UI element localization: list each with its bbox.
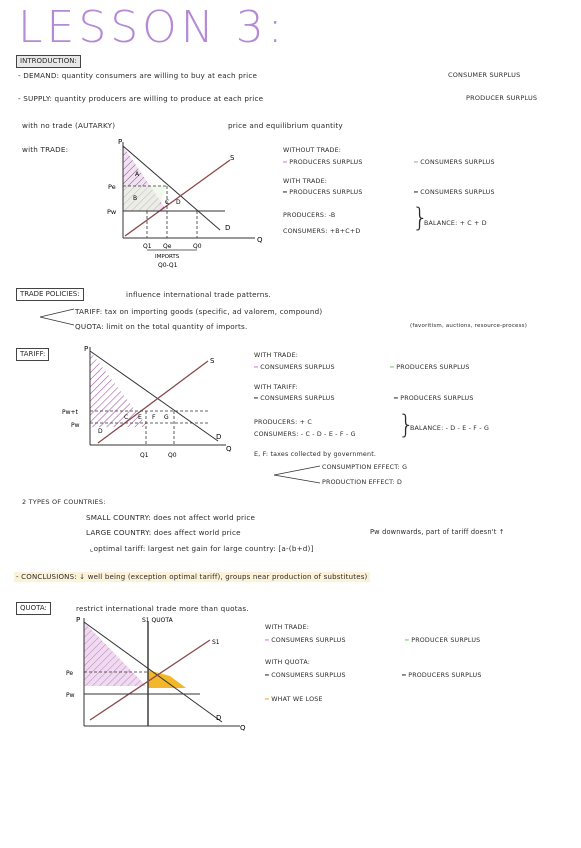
without-trade-consumers: ━ CONSUMERS SURPLUS xyxy=(414,159,495,166)
large-country: LARGE COUNTRY: does affect world price xyxy=(86,528,241,537)
countries-title: 2 TYPES OF COUNTRIES: xyxy=(22,498,106,506)
quota-wq-producers: ━ PRODUCERS SURPLUS xyxy=(402,672,482,679)
producer-surplus-note: PRODUCER SURPLUS xyxy=(466,94,538,102)
introduction-box: INTRODUCTION: xyxy=(16,55,81,68)
consumer-surplus-note: CONSUMER SURPLUS xyxy=(448,71,521,79)
demand-text: - DEMAND: quantity consumers are willing… xyxy=(18,71,258,80)
quota-with-trade: WITH TRADE: xyxy=(265,624,310,631)
svg-text:Q: Q xyxy=(226,445,232,453)
quota-wq-consumers: ━ CONSUMERS SURPLUS xyxy=(265,672,346,679)
tariff-graph: P S D Q Pw+t Pw C E F G D Q1 Q0 xyxy=(62,345,232,459)
svg-text:D: D xyxy=(98,428,103,435)
quota-graph: P S1 QUOTA S1 Pe Pw D Q xyxy=(66,616,246,732)
svg-text:B: B xyxy=(133,195,137,202)
svg-text:P: P xyxy=(84,345,88,353)
svg-text:Q0: Q0 xyxy=(193,243,202,250)
svg-text:C: C xyxy=(165,199,169,206)
svg-text:S: S xyxy=(210,357,215,365)
svg-text:Pe: Pe xyxy=(66,670,73,677)
svg-text:P: P xyxy=(118,138,122,146)
lesson-title: LESSON 3: xyxy=(18,2,287,53)
with-trade-title: WITH TRADE: xyxy=(283,178,328,185)
tariff-def: TARIFF: tax on importing goods (specific… xyxy=(75,307,323,316)
with-trade-producers: ━ PRODUCERS SURPLUS xyxy=(283,189,363,196)
bracket-lines xyxy=(39,308,75,326)
producers-change: PRODUCERS: -B xyxy=(283,212,336,219)
quota-box: QUOTA: xyxy=(16,602,51,615)
brace: } xyxy=(398,410,415,440)
production-effect: PRODUCTION EFFECT: D xyxy=(322,479,403,486)
svg-text:Pe: Pe xyxy=(108,183,116,191)
svg-text:Qe: Qe xyxy=(163,243,172,250)
tariff-producers: PRODUCERS: + C xyxy=(254,419,312,426)
trade-policies-text: influence international trade patterns. xyxy=(126,290,271,299)
consumers-change: CONSUMERS: +B+C+D xyxy=(283,228,361,235)
svg-text:C: C xyxy=(124,414,128,421)
svg-text:E: E xyxy=(138,414,142,421)
consumption-effect: CONSUMPTION EFFECT: G xyxy=(322,464,408,471)
optimal-tariff: ⌞optimal tariff: largest net gain for la… xyxy=(90,544,314,553)
effects-bracket xyxy=(273,465,321,484)
svg-text:D: D xyxy=(216,433,221,441)
brace: } xyxy=(412,203,429,233)
svg-text:S: S xyxy=(230,154,235,162)
tariff-with-tariff: WITH TARIFF: xyxy=(254,384,298,391)
svg-text:D: D xyxy=(216,714,221,722)
svg-text:S1: S1 xyxy=(212,639,220,646)
tariff-box: TARIFF: xyxy=(16,348,50,361)
conclusions: - CONCLUSIONS: ↓ well being (exception o… xyxy=(14,572,370,582)
tariff-wt-consumers: ━ CONSUMERS SURPLUS xyxy=(254,364,335,371)
svg-text:Pw+t: Pw+t xyxy=(62,409,79,416)
tariff-with-trade: WITH TRADE: xyxy=(254,352,299,359)
svg-text:D: D xyxy=(225,224,230,232)
svg-text:Q1: Q1 xyxy=(143,243,152,250)
price-eq-text: price and equilibrium quantity xyxy=(228,121,343,130)
what-we-lose: ━ WHAT WE LOSE xyxy=(265,696,323,703)
svg-text:D: D xyxy=(176,199,181,206)
svg-text:Q: Q xyxy=(257,236,263,244)
quota-text: restrict international trade more than q… xyxy=(76,604,249,613)
balance-1: BALANCE: + C + D xyxy=(424,220,487,227)
supply-text: - SUPPLY: quantity producers are willing… xyxy=(18,94,264,103)
svg-text:Q: Q xyxy=(240,724,246,732)
svg-text:A: A xyxy=(135,171,140,178)
without-trade-title: WITHOUT TRADE: xyxy=(283,147,342,154)
svg-text:S1 QUOTA: S1 QUOTA xyxy=(142,617,174,624)
svg-text:Pw: Pw xyxy=(66,692,75,699)
with-trade-label: with TRADE: xyxy=(22,145,69,154)
quota-with-quota: WITH QUOTA: xyxy=(265,659,311,666)
trade-policies-box: TRADE POLICIES: xyxy=(16,288,84,301)
tariff-wtar-producers: ━ PRODUCERS SURPLUS xyxy=(394,395,474,402)
svg-text:Q0: Q0 xyxy=(168,452,177,459)
tariff-wt-producers: ━ PRODUCERS SURPLUS xyxy=(390,364,470,371)
with-trade-consumers: ━ CONSUMERS SURPLUS xyxy=(414,189,495,196)
large-country-note: Pw downwards, part of tariff doesn't ↑ xyxy=(370,528,505,536)
svg-text:Q1: Q1 xyxy=(140,452,149,459)
tariff-ef: E, F: taxes collected by government. xyxy=(254,451,377,458)
tariff-balance: BALANCE: - D - E - F - G xyxy=(410,425,490,432)
quota-def-note: (favoritism, auctions, resource-process) xyxy=(410,323,528,329)
svg-text:Pw: Pw xyxy=(107,208,117,216)
svg-text:IMPORTS: IMPORTS xyxy=(155,254,180,260)
quota-wt-consumers: ━ CONSUMERS SURPLUS xyxy=(265,637,346,644)
small-country: SMALL COUNTRY: does not affect world pri… xyxy=(86,513,256,522)
svg-text:Q0-Q1: Q0-Q1 xyxy=(158,262,178,269)
trade-graph: P S D Q Pe Pw A B C D Q1 Qe Q0 IMPORTS Q… xyxy=(107,138,263,269)
quota-def: QUOTA: limit on the total quantity of im… xyxy=(75,322,248,331)
tariff-wtar-consumers: ━ CONSUMERS SURPLUS xyxy=(254,395,335,402)
svg-text:P: P xyxy=(76,616,80,624)
svg-text:G: G xyxy=(164,414,169,421)
quota-wt-producers: ━ PRODUCER SURPLUS xyxy=(405,637,481,644)
svg-text:Pw: Pw xyxy=(71,422,80,429)
svg-text:F: F xyxy=(152,414,156,421)
without-trade-producers: ━ PRODUCERS SURPLUS xyxy=(283,159,363,166)
no-trade-text: with no trade (AUTARKY) xyxy=(22,121,116,130)
tariff-consumers: CONSUMERS: - C - D - E - F - G xyxy=(254,431,356,438)
